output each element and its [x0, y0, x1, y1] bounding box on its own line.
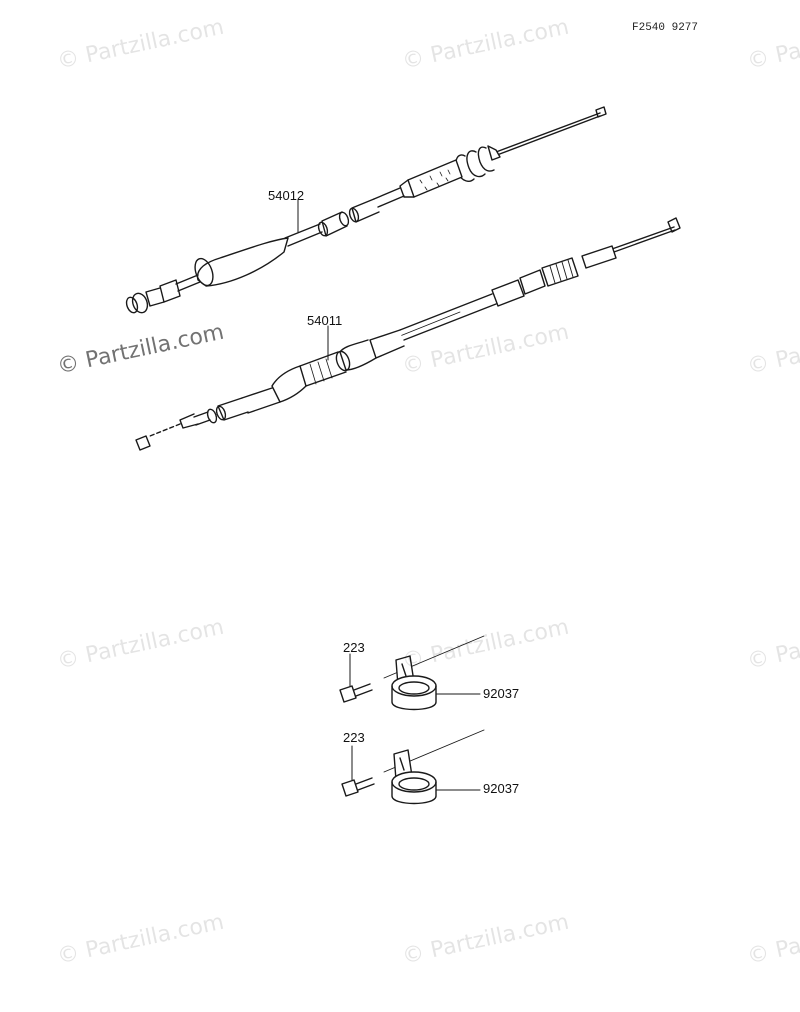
callout-92037-lower: 92037: [483, 781, 520, 796]
callout-92037-upper: 92037: [483, 686, 520, 701]
callout-54012: 54012: [268, 188, 305, 203]
clamp-assembly-upper-drawing: [339, 635, 485, 711]
callout-223-lower: 223: [343, 730, 365, 745]
clamp-assembly-lower-drawing: [341, 729, 485, 805]
callout-54011: 54011: [307, 313, 343, 328]
cable-54012-drawing: [125, 106, 607, 314]
reference-code: F2540 9277: [632, 22, 699, 34]
callout-223-upper: 223: [343, 640, 365, 655]
cable-54011-drawing: [135, 217, 681, 451]
